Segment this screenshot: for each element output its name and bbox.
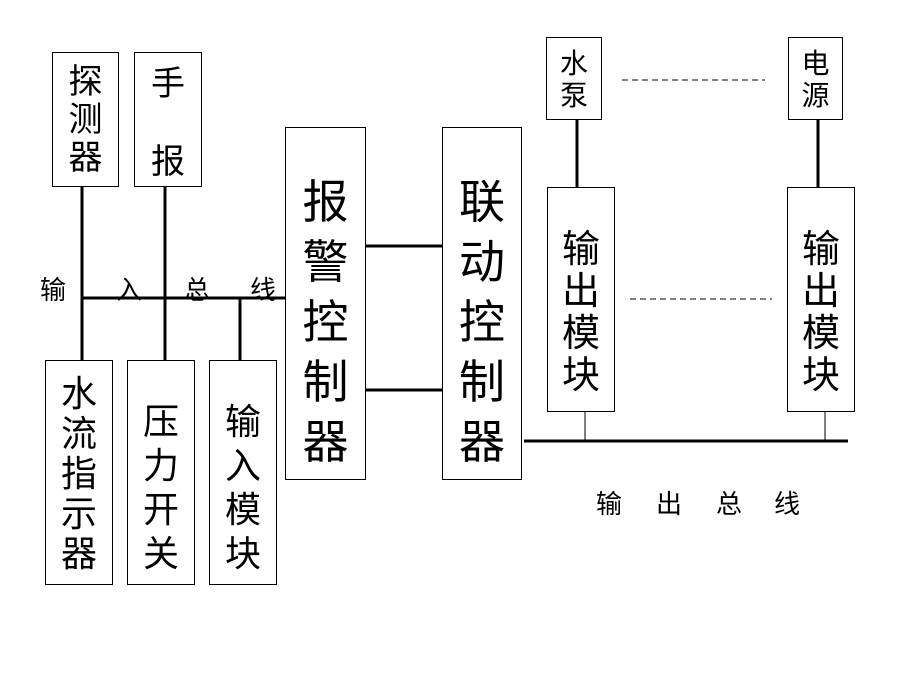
output-module-box-2: 输 出 模 块 — [787, 187, 855, 412]
input-bus-label-3: 总 — [184, 276, 211, 306]
alarm-controller-label: 报 警 控 制 器 — [302, 175, 349, 469]
input-bus-label-4: 线 — [250, 276, 277, 306]
water-flow-indicator-label: 水 流 指 示 器 — [60, 374, 97, 575]
power-supply-label: 电 源 — [801, 47, 830, 112]
manual-alarm-box: 手 报 — [134, 52, 202, 187]
water-pump-label: 水 泵 — [559, 47, 588, 112]
manual-alarm-label-top: 手 — [151, 64, 185, 104]
input-module-box: 输 入 模 块 — [209, 360, 277, 585]
manual-alarm-label-bottom: 报 — [151, 142, 185, 182]
linkage-controller-box: 联 动 控 制 器 — [442, 127, 522, 480]
water-flow-indicator-box: 水 流 指 示 器 — [45, 360, 113, 585]
detector-label: 探 测 器 — [68, 62, 103, 178]
output-module-label-1: 输 出 模 块 — [561, 227, 600, 397]
pressure-switch-label: 压 力 开 关 — [142, 402, 179, 575]
output-module-label-2: 输 出 模 块 — [801, 227, 840, 397]
output-bus-label-2: 出 — [656, 490, 683, 520]
output-bus-label-4: 线 — [774, 490, 801, 520]
output-module-box-1: 输 出 模 块 — [547, 187, 615, 412]
output-bus-label-1: 输 — [596, 490, 623, 520]
water-pump-box: 水 泵 — [546, 37, 602, 120]
input-module-label: 输 入 模 块 — [224, 402, 261, 575]
detector-box: 探 测 器 — [52, 52, 119, 187]
alarm-controller-box: 报 警 控 制 器 — [285, 127, 366, 480]
input-bus-label-2: 入 — [116, 276, 143, 306]
linkage-controller-label: 联 动 控 制 器 — [459, 175, 505, 469]
output-bus-label-3: 总 — [716, 490, 743, 520]
pressure-switch-box: 压 力 开 关 — [127, 360, 195, 585]
power-supply-box: 电 源 — [788, 37, 843, 120]
input-bus-label-1: 输 — [40, 276, 67, 306]
